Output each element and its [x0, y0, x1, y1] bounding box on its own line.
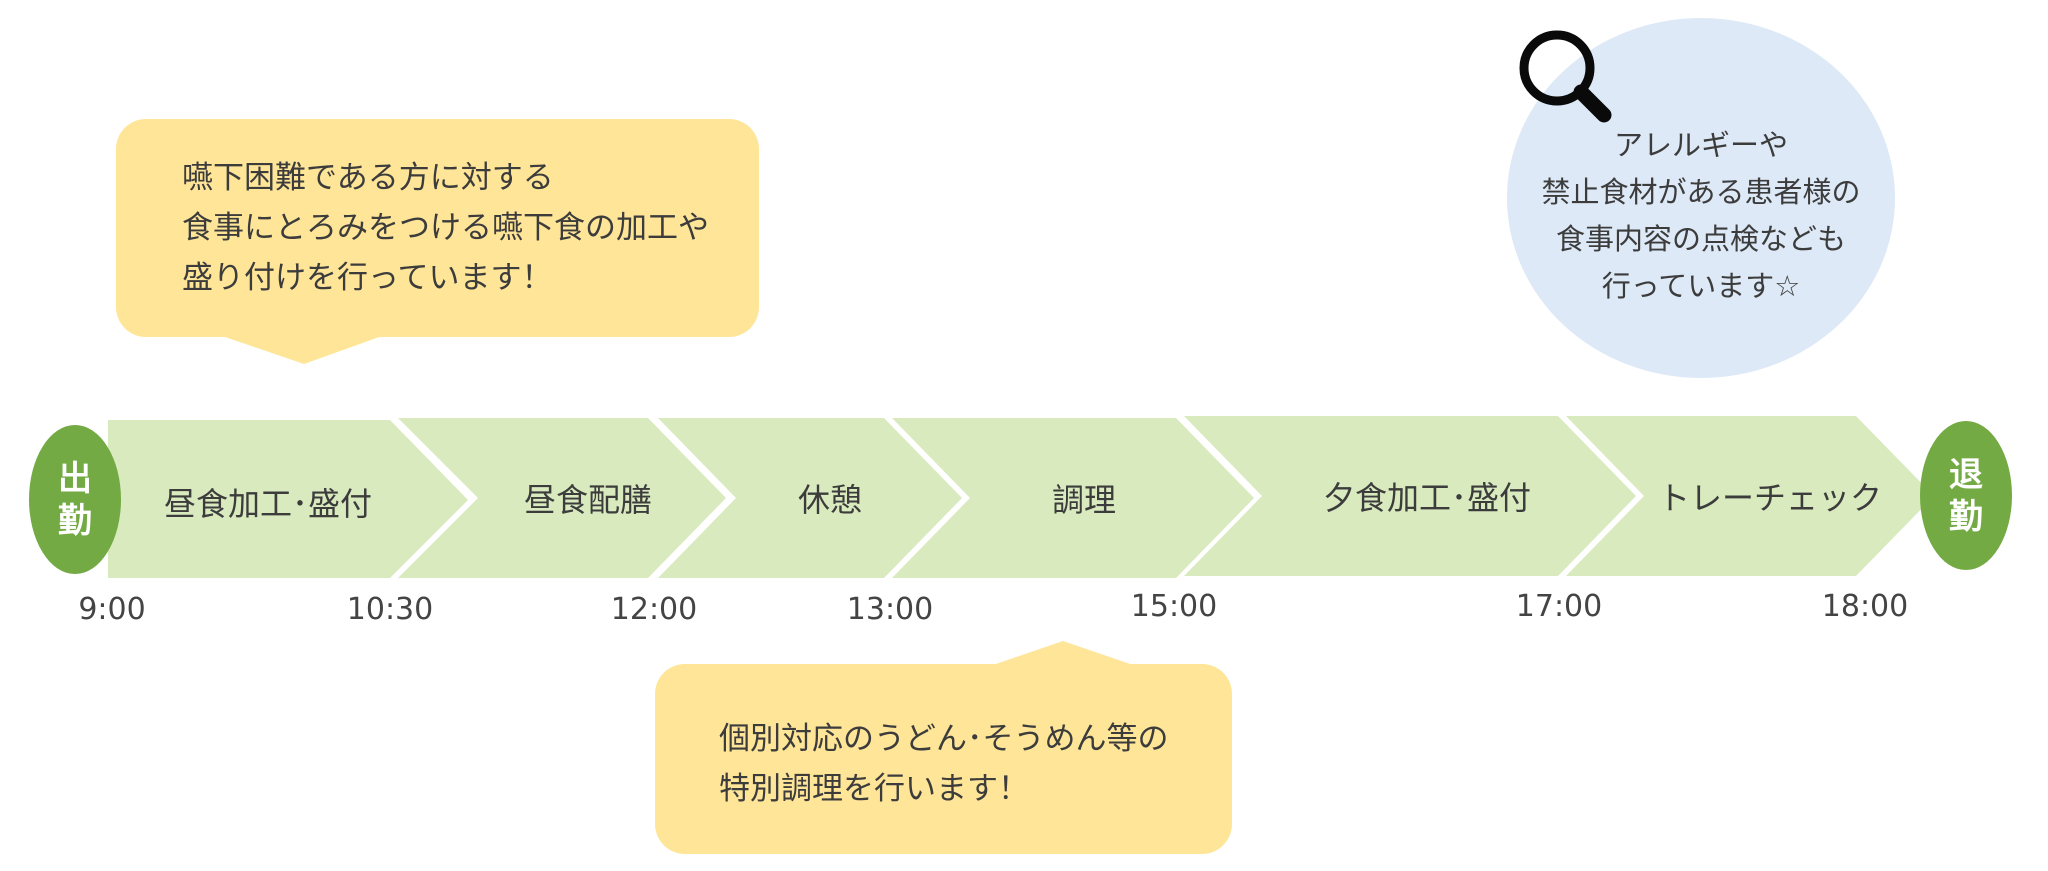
- callout-special-box: [655, 664, 1232, 854]
- time-label-1500: 15:00: [1130, 589, 1218, 624]
- callout-dysphagia-line-1: 嚥下困難である方に対する: [182, 160, 554, 196]
- stage-label-break: 休憩: [797, 481, 862, 519]
- stage-arrow-4: [892, 418, 1254, 578]
- time-label-1800: 18:00: [1821, 589, 1909, 624]
- time-label-1200: 12:00: [610, 592, 698, 627]
- allergy-check-line-1: アレルギーや: [1613, 128, 1788, 162]
- time-label-1300: 13:00: [846, 592, 934, 627]
- stage-label-lunch-serving: 昼食配膳: [523, 481, 652, 519]
- stage-label-cooking: 調理: [1051, 481, 1116, 519]
- clock-in-badge: 出 勤: [29, 425, 121, 574]
- stage-arrow-3: [658, 418, 962, 578]
- clock-out-char-2: 勤: [1949, 496, 1983, 537]
- stage-arrow-5: [1184, 416, 1636, 576]
- callout-dysphagia-box: [116, 119, 759, 337]
- callout-special-line-1: 個別対応のうどん･そうめん等の: [719, 721, 1169, 757]
- stage-label-dinner-prep: 夕食加工･盛付: [1322, 479, 1531, 517]
- stage-arrow-2: [398, 418, 726, 578]
- callout-special-line-2: 特別調理を行います！: [719, 771, 1029, 807]
- stage-arrow-1: [108, 420, 468, 578]
- clock-out-badge: 退 勤: [1920, 421, 2012, 570]
- clock-in-char-1: 出: [58, 458, 92, 499]
- callout-dysphagia-line-2: 食事にとろみをつける嚥下食の加工や: [182, 210, 709, 246]
- allergy-check-circle: [1507, 18, 1895, 378]
- allergy-check-line-4: 行っています☆: [1601, 269, 1801, 303]
- callout-dysphagia-text: 嚥下困難である方に対する 食事にとろみをつける嚥下食の加工や 盛り付けを行ってい…: [182, 153, 709, 303]
- clock-in-char-2: 勤: [58, 500, 92, 541]
- allergy-check-line-3: 食事内容の点検なども: [1555, 222, 1846, 256]
- stage-arrow-6: [1566, 416, 1934, 576]
- callout-dysphagia-line-3: 盛り付けを行っています！: [182, 260, 553, 296]
- allergy-check-text: アレルギーや 禁止食材がある患者様の 食事内容の点検なども 行っています☆: [1501, 122, 1901, 310]
- callout-special-text: 個別対応のうどん･そうめん等の 特別調理を行います！: [719, 714, 1169, 814]
- allergy-check-line-2: 禁止食材がある患者様の: [1541, 175, 1861, 209]
- stage-label-tray-check: トレーチェック: [1657, 479, 1882, 517]
- stage-label-lunch-prep: 昼食加工･盛付: [163, 485, 372, 523]
- time-label-0900: 9:00: [78, 592, 146, 627]
- clock-out-char-1: 退: [1949, 454, 1983, 495]
- magnifier-icon: [1519, 30, 1612, 123]
- time-label-1700: 17:00: [1515, 589, 1603, 624]
- time-label-1030: 10:30: [346, 592, 434, 627]
